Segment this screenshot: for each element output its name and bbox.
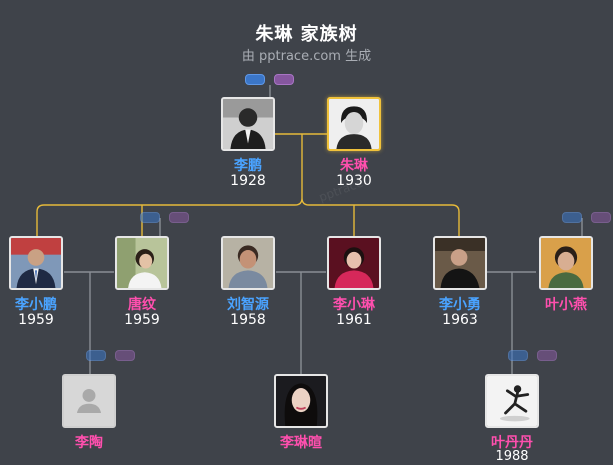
expand-toggle-yedandan-b[interactable] [537, 350, 557, 361]
person-year-lixiaolin: 1961 [336, 312, 372, 328]
person-photo-liuzhiyuan[interactable] [221, 236, 275, 290]
person-year-lipeng: 1928 [230, 173, 266, 189]
person-photo-yedandan[interactable] [485, 374, 539, 428]
page-title: 朱琳 家族树 [255, 24, 358, 45]
expand-toggle-yedandan-a[interactable] [508, 350, 528, 361]
page-subtitle: 由 pptrace.com 生成 [241, 49, 372, 64]
person-photo-lixiaolin[interactable] [327, 236, 381, 290]
person-photo-lixiaoyong[interactable] [433, 236, 487, 290]
person-name-tangwen[interactable]: 唐纹 [128, 297, 156, 313]
person-photo-lixiaopeng[interactable] [9, 236, 63, 290]
person-photo-lipeng[interactable] [221, 97, 275, 151]
expand-toggle-tangwen-a[interactable] [140, 212, 160, 223]
expand-toggle-litao-b[interactable] [115, 350, 135, 361]
person-name-lipeng[interactable]: 李鹏 [234, 158, 262, 174]
expand-toggle-yexiaoyan-a[interactable] [562, 212, 582, 223]
person-name-liuzhiyuan[interactable]: 刘智源 [227, 297, 269, 313]
person-name-lixiaoyong[interactable]: 李小勇 [439, 297, 481, 313]
expand-ancestors-toggle[interactable] [245, 74, 265, 85]
person-year-zhulin: 1930 [336, 173, 372, 189]
person-name-yedandan[interactable]: 叶丹丹 [491, 435, 533, 451]
branch-root-children [36, 134, 460, 236]
expand-toggle-yexiaoyan-b[interactable] [591, 212, 611, 223]
person-year-lixiaoyong: 1963 [442, 312, 478, 328]
person-photo-yexiaoyan[interactable] [539, 236, 593, 290]
expand-toggle-litao-a[interactable] [86, 350, 106, 361]
person-name-lixiaopeng[interactable]: 李小鹏 [15, 297, 57, 313]
expand-siblings-toggle[interactable] [274, 74, 294, 85]
person-name-yexiaoyan[interactable]: 叶小燕 [545, 297, 587, 313]
person-name-lilinxuan[interactable]: 李琳暄 [280, 435, 322, 451]
person-year-yedandan: 1988 [495, 449, 529, 464]
person-name-litao[interactable]: 李陶 [75, 435, 103, 451]
expand-toggle-tangwen-b[interactable] [169, 212, 189, 223]
person-name-zhulin[interactable]: 朱琳 [340, 158, 368, 174]
person-year-liuzhiyuan: 1958 [230, 312, 266, 328]
person-photo-lilinxuan[interactable] [274, 374, 328, 428]
person-year-tangwen: 1959 [124, 312, 160, 328]
person-year-lixiaopeng: 1959 [18, 312, 54, 328]
person-photo-zhulin[interactable] [327, 97, 381, 151]
person-photo-litao[interactable] [62, 374, 116, 428]
person-name-lixiaolin[interactable]: 李小琳 [333, 297, 375, 313]
person-photo-tangwen[interactable] [115, 236, 169, 290]
